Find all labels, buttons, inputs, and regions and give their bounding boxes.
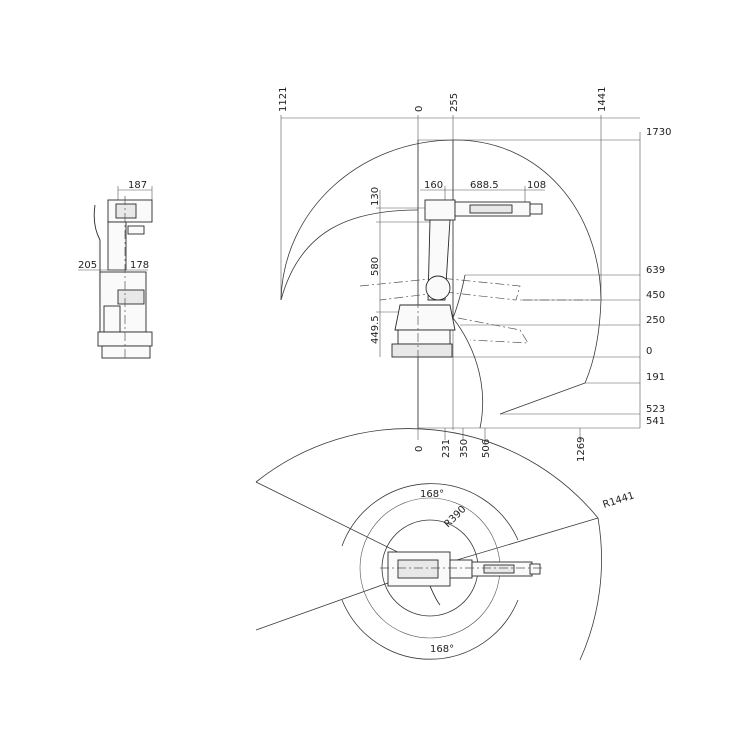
bottom-dim-1269: 1269: [576, 437, 587, 462]
vert-dim-130: 130: [370, 187, 381, 206]
bottom-dim-0: 0: [414, 446, 425, 452]
front-view: 187 205 178: [78, 180, 153, 360]
top-view: 168° 168° R390 R1441: [255, 428, 636, 661]
side-view: 1121 0 255 1441 1730 639 450 250 0 191 5…: [278, 87, 671, 462]
vert-dim-449-5: 449.5: [370, 315, 381, 344]
radius-r390: R390: [442, 504, 468, 530]
top-dim-1121: 1121: [278, 87, 289, 112]
top-dim-1441: 1441: [597, 87, 608, 112]
angle-168-bottom: 168°: [430, 644, 454, 655]
top-dim-255: 255: [449, 93, 460, 112]
arm-dim-160: 160: [424, 180, 443, 191]
bottom-dim-350: 350: [459, 439, 470, 458]
right-dim-191: 191: [646, 372, 665, 383]
vert-dim-580: 580: [370, 257, 381, 276]
radius-r1441: R1441: [602, 490, 636, 510]
arm-dim-688-5: 688.5: [470, 180, 499, 191]
bottom-dim-506: 506: [481, 439, 492, 458]
right-dim-0: 0: [646, 346, 652, 357]
angle-168-top: 168°: [420, 489, 444, 500]
right-dim-1730: 1730: [646, 127, 671, 138]
right-dim-639: 639: [646, 265, 665, 276]
arm-dim-108: 108: [527, 180, 546, 191]
right-dim-450: 450: [646, 290, 665, 301]
top-dim-0: 0: [414, 106, 425, 112]
bottom-dim-231: 231: [441, 439, 452, 458]
right-dim-523: 523: [646, 404, 665, 415]
front-dim-205: 205: [78, 260, 97, 271]
front-dim-178: 178: [130, 260, 149, 271]
right-dim-250: 250: [646, 315, 665, 326]
right-dim-541: 541: [646, 416, 665, 427]
front-dim-187: 187: [128, 180, 147, 191]
